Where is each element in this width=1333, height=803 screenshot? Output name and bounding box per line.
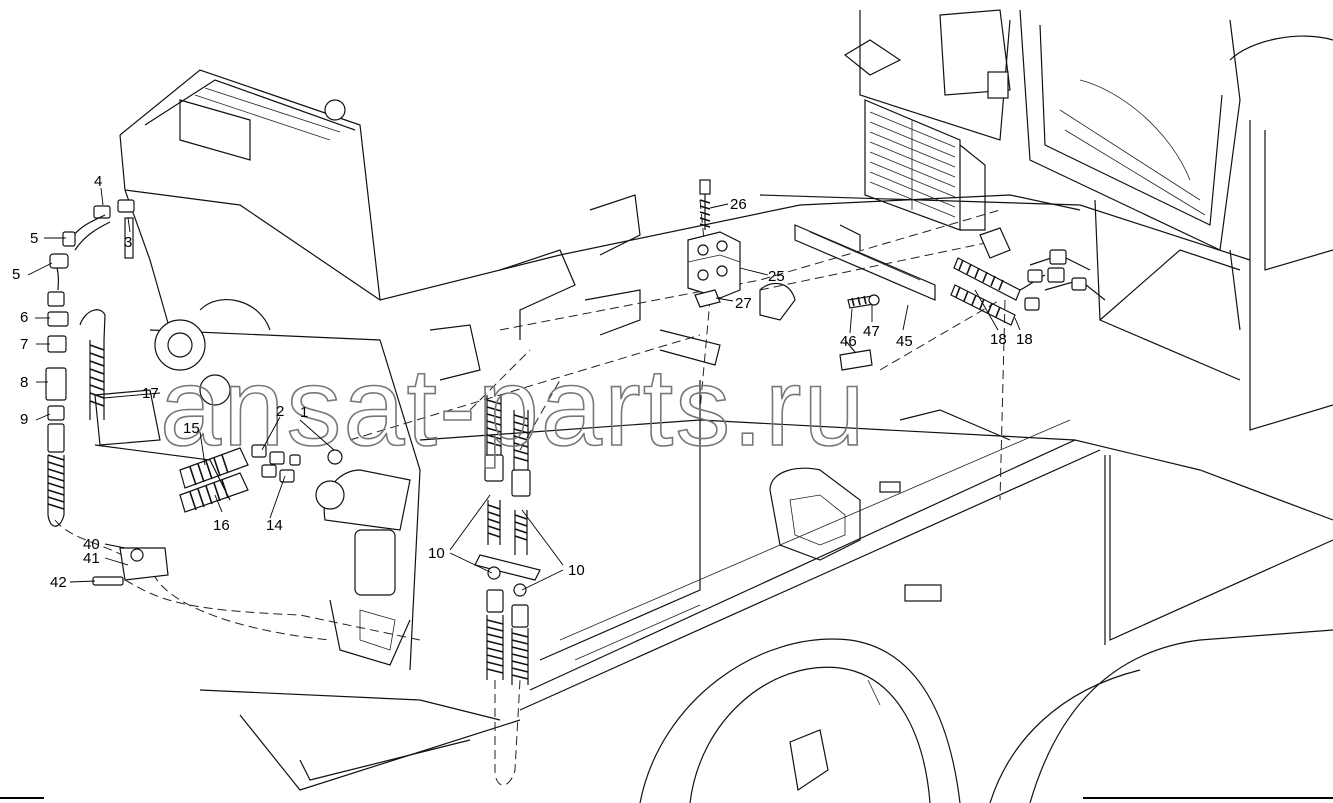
callout-47: 47 xyxy=(863,323,880,340)
callout-42: 42 xyxy=(50,574,67,591)
callout-labels: 1 2 3 4 5 5 6 7 8 9 10 10 14 15 16 17 18… xyxy=(12,173,1033,591)
callout-27: 27 xyxy=(735,295,752,312)
callout-5a: 5 xyxy=(30,230,38,247)
right-hose-assembly xyxy=(950,227,1087,326)
leader-lines xyxy=(27,187,1021,591)
callout-6: 6 xyxy=(20,309,28,326)
callout-15: 15 xyxy=(183,420,200,437)
callout-4: 4 xyxy=(94,173,102,190)
engine-assembly xyxy=(94,69,421,671)
center-hose-assembly xyxy=(179,444,343,513)
callout-14: 14 xyxy=(266,517,283,534)
frame-line-right xyxy=(1083,797,1333,799)
callout-16: 16 xyxy=(213,517,230,534)
callout-18b: 18 xyxy=(1016,331,1033,348)
callout-46: 46 xyxy=(840,333,857,350)
cab-assembly xyxy=(843,9,1333,431)
callout-45: 45 xyxy=(896,333,913,350)
callout-17: 17 xyxy=(142,385,159,402)
callout-7: 7 xyxy=(20,336,28,353)
callout-40: 40 xyxy=(83,536,100,553)
callout-26: 26 xyxy=(730,196,747,213)
callout-2: 2 xyxy=(276,403,284,420)
callout-25: 25 xyxy=(768,268,785,285)
callout-8: 8 xyxy=(20,374,28,391)
callout-5b: 5 xyxy=(12,266,20,283)
machine-body xyxy=(199,194,1333,803)
callout-41: 41 xyxy=(83,550,100,567)
callout-10b: 10 xyxy=(568,562,585,579)
radiator-grille xyxy=(869,111,956,218)
callout-3: 3 xyxy=(124,234,132,251)
watermark: ansat-parts.ru xyxy=(160,346,867,469)
callout-18a: 18 xyxy=(990,331,1007,348)
left-hose-assembly xyxy=(45,199,169,586)
callout-10a: 10 xyxy=(428,545,445,562)
vertical-hoses xyxy=(474,395,541,685)
clamp-block xyxy=(687,179,741,308)
callout-1: 1 xyxy=(300,404,308,421)
callout-9: 9 xyxy=(20,411,28,428)
bracket-45 xyxy=(839,294,880,371)
routing-lines xyxy=(54,199,1006,786)
frame-line-left xyxy=(0,797,44,799)
